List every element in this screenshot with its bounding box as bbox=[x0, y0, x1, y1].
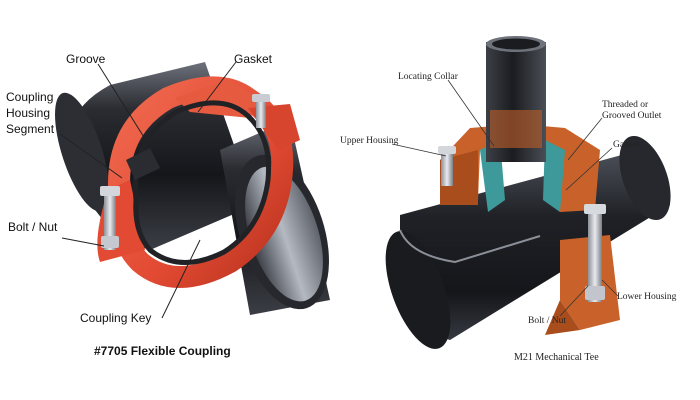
flexible-coupling-illustration bbox=[55, 62, 330, 315]
caption-flexible-coupling: #7705 Flexible Coupling bbox=[94, 344, 231, 358]
leader-tee-gasket bbox=[565, 147, 613, 191]
label-bolt-nut: Bolt / Nut bbox=[8, 220, 58, 234]
tee-bolt-upper bbox=[438, 146, 456, 186]
coupling-bolt-upper bbox=[252, 94, 270, 128]
leader-gasket bbox=[197, 61, 237, 113]
run-pipe bbox=[385, 135, 671, 349]
leader-housing bbox=[59, 133, 123, 179]
label-threaded-line2: Grooved Outlet bbox=[602, 111, 662, 121]
label-housing-line3: Segment bbox=[6, 122, 55, 136]
label-upper-housing: Upper Housing bbox=[340, 136, 399, 146]
mechanical-tee-illustration bbox=[385, 36, 671, 349]
outlet-pipe bbox=[486, 36, 546, 162]
label-coupling-key: Coupling Key bbox=[80, 311, 152, 325]
leader-key bbox=[161, 239, 201, 319]
leader-threaded-outlet bbox=[567, 117, 603, 161]
label-housing-line1: Coupling bbox=[6, 90, 54, 104]
label-threaded-line1: Threaded or bbox=[602, 100, 649, 110]
label-tee-bolt-nut: Bolt / Nut bbox=[528, 316, 567, 326]
right-leader-lines bbox=[391, 79, 619, 317]
tee-bolt-lower bbox=[584, 204, 606, 302]
coupling-bolt-lower bbox=[100, 186, 120, 250]
label-housing-line2: Housing bbox=[6, 106, 51, 120]
leader-lower-housing bbox=[601, 279, 619, 297]
caption-mechanical-tee: M21 Mechanical Tee bbox=[514, 352, 599, 363]
left-leader-lines bbox=[59, 61, 237, 319]
label-lower-housing: Lower Housing bbox=[617, 292, 677, 302]
leader-locating-collar bbox=[447, 79, 495, 147]
coupling-housing bbox=[97, 76, 300, 288]
label-gasket: Gasket bbox=[234, 52, 273, 66]
label-groove: Groove bbox=[66, 52, 106, 66]
leader-bolt bbox=[61, 237, 105, 247]
leader-tee-bolt bbox=[559, 285, 589, 317]
leader-upper-housing bbox=[391, 143, 447, 157]
leader-groove bbox=[97, 63, 153, 151]
label-tee-gasket: Gasket bbox=[613, 140, 640, 150]
label-locating-collar: Locating Collar bbox=[398, 72, 458, 82]
